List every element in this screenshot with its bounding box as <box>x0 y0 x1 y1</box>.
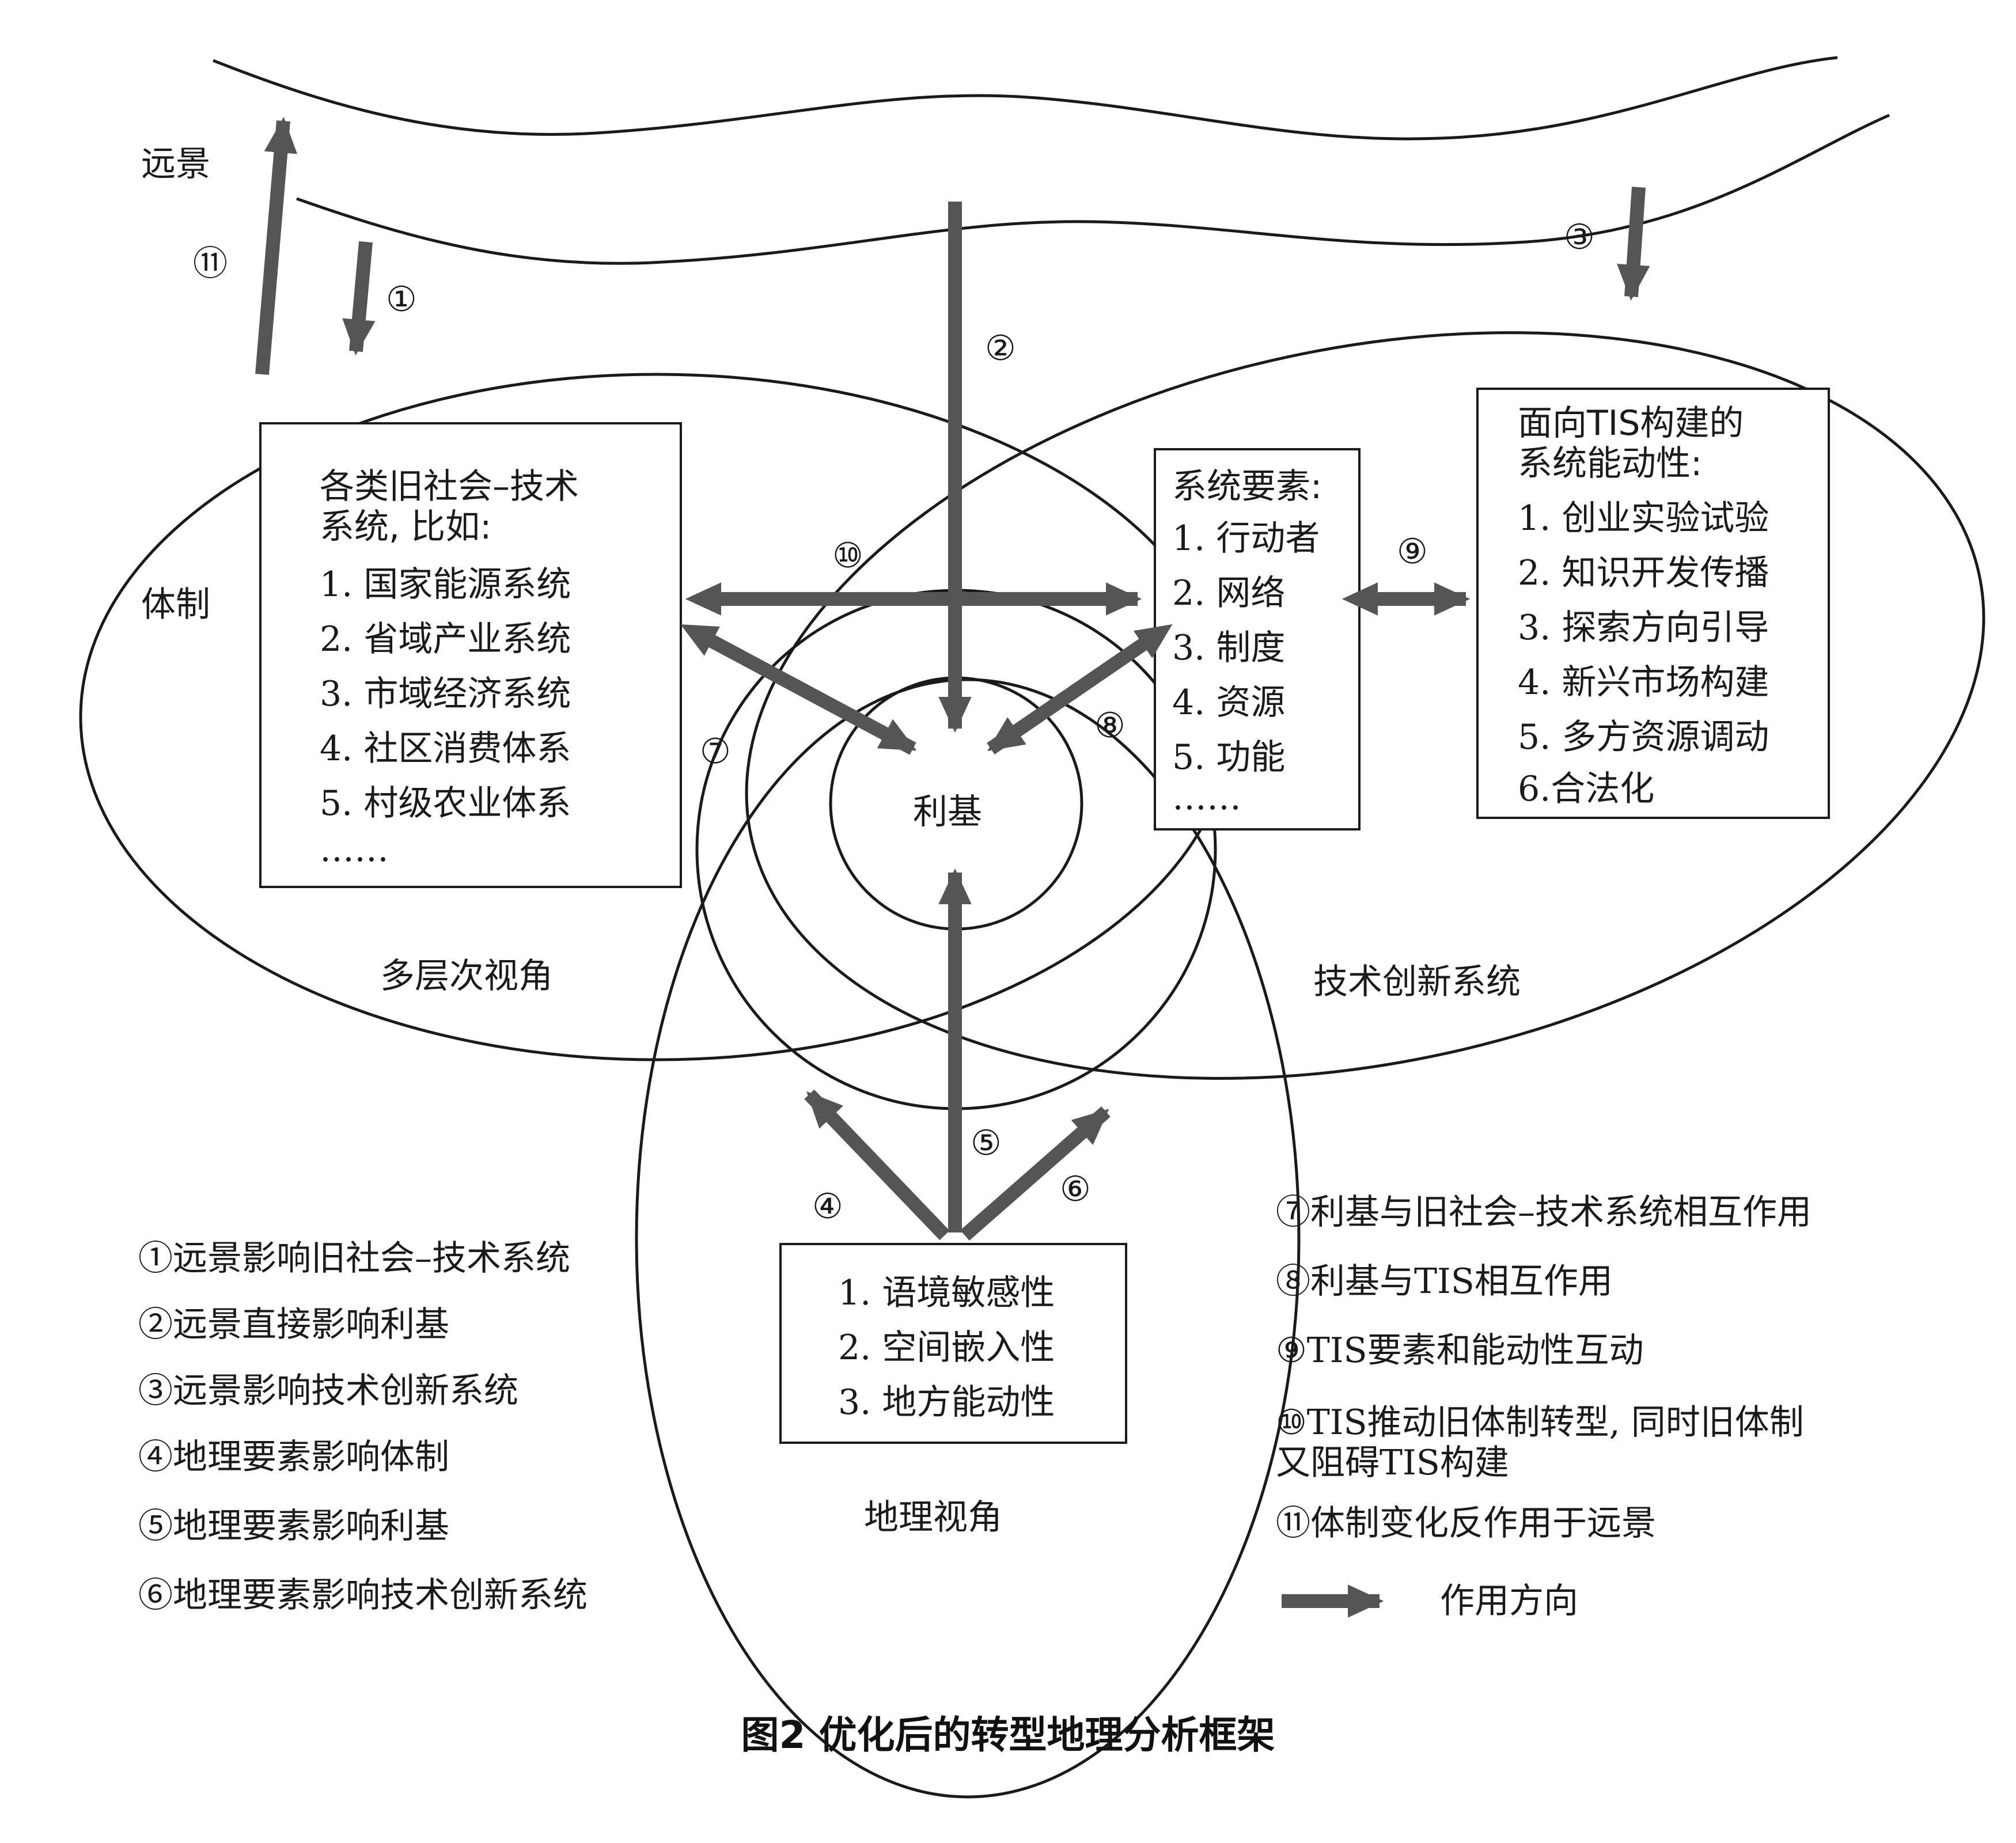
regime-item: 4. 社区消费体系 <box>320 729 571 769</box>
tis-agency-title-1: 面向TIS构建的 <box>1518 403 1744 443</box>
regime-label: 体制 <box>141 585 210 625</box>
legend-right: ⑦利基与旧社会–技术系统相互作用 ⑧利基与TIS相互作用 ⑨TIS要素和能动性互… <box>1276 1192 1812 1621</box>
tis-elements-box-content: 系统要素: 1. 行动者 2. 网络 3. 制度 4. 资源 5. 功能 …… <box>1172 467 1322 818</box>
niche-label: 利基 <box>913 792 982 832</box>
landscape-label: 远景 <box>141 144 210 184</box>
number-9: ⑨ <box>1397 532 1428 572</box>
geo-item: 1. 语境敏感性 <box>838 1273 1055 1313</box>
regime-box-title-1: 各类旧社会–技术 <box>320 467 579 507</box>
legend-item: ④地理要素影响体制 <box>138 1437 449 1477</box>
tis-elements-title: 系统要素: <box>1172 467 1322 507</box>
tis-agency-item: 3. 探索方向引导 <box>1518 608 1769 648</box>
geo-item: 2. 空间嵌入性 <box>838 1328 1055 1368</box>
arrow-8 <box>987 624 1173 754</box>
legend-item: ⑥地理要素影响技术创新系统 <box>138 1575 588 1616</box>
regime-box-content: 各类旧社会–技术 系统, 比如: 1. 国家能源系统 2. 省域产业系统 3. … <box>320 467 579 870</box>
arrow-4 <box>804 1089 950 1241</box>
tis-agency-item: 6.合法化 <box>1518 769 1654 809</box>
legend-left: ①远景影响旧社会–技术系统 ②远景直接影响利基 ③远景影响技术创新系统 ④地理要… <box>138 1238 588 1616</box>
arrow-3 <box>1617 187 1650 301</box>
number-10: ⑩ <box>832 536 863 576</box>
mlp-label: 多层次视角 <box>380 956 553 996</box>
geo-item: 3. 地方能动性 <box>838 1382 1055 1423</box>
legend-item: ⑧利基与TIS相互作用 <box>1276 1261 1613 1302</box>
legend-item: 又阻碍TIS构建 <box>1276 1443 1509 1483</box>
regime-item: 2. 省域产业系统 <box>320 619 571 659</box>
geo-box-content: 1. 语境敏感性 2. 空间嵌入性 3. 地方能动性 <box>838 1273 1055 1423</box>
tis-ellipse <box>745 331 1985 1080</box>
number-11: ⑪ <box>193 244 228 284</box>
landscape-top-line <box>213 56 1838 141</box>
legend-direction-label: 作用方向 <box>1440 1581 1578 1621</box>
tis-agency-item: 5. 多方资源调动 <box>1518 717 1769 757</box>
number-5: ⑤ <box>971 1123 1002 1163</box>
number-3: ③ <box>1564 217 1595 257</box>
tis-agency-item: 2. 知识开发传播 <box>1518 553 1769 593</box>
geo-box <box>779 1243 1127 1444</box>
legend-item: ⑩TIS推动旧体制转型, 同时旧体制 <box>1276 1402 1804 1443</box>
number-8: ⑧ <box>1094 706 1126 746</box>
arrow-11 <box>255 116 298 376</box>
figure-caption: 图2 优化后的转型地理分析框架 <box>741 1713 1275 1757</box>
number-1: ① <box>386 279 417 320</box>
tis-label: 技术创新系统 <box>1313 962 1521 1002</box>
arrows <box>255 116 1650 1618</box>
legend-item: ⑨TIS要素和能动性互动 <box>1276 1330 1644 1371</box>
legend-item: ⑦利基与旧社会–技术系统相互作用 <box>1276 1192 1812 1233</box>
arrow-1 <box>342 241 376 356</box>
legend-item: ⑪体制变化反作用于远景 <box>1276 1503 1656 1544</box>
arrow-6 <box>960 1106 1111 1241</box>
tis-agency-item: 4. 新兴市场构建 <box>1518 662 1769 703</box>
tis-agency-title-2: 系统能动性: <box>1518 443 1702 484</box>
tis-element-item: 3. 制度 <box>1172 628 1285 668</box>
number-6: ⑥ <box>1060 1169 1091 1209</box>
tis-agency-box <box>1476 388 1830 819</box>
regime-box <box>259 422 682 888</box>
tis-element-item: …… <box>1172 778 1241 818</box>
tis-elements-box <box>1154 448 1361 831</box>
regime-item: 3. 市域经济系统 <box>320 674 571 714</box>
legend-item: ③远景影响技术创新系统 <box>138 1371 518 1411</box>
tis-element-item: 5. 功能 <box>1172 737 1285 778</box>
tis-element-item: 2. 网络 <box>1172 573 1285 613</box>
legend-item: ②远景直接影响利基 <box>138 1304 449 1345</box>
legend-item: ①远景影响旧社会–技术系统 <box>138 1238 570 1279</box>
regime-item: …… <box>320 829 389 870</box>
regime-item: 5. 村级农业体系 <box>320 783 571 824</box>
landscape-bottom-line <box>296 113 1890 265</box>
regime-item: 1. 国家能源系统 <box>320 564 571 605</box>
legend-item: ⑤地理要素影响利基 <box>138 1506 449 1546</box>
regime-box-title-2: 系统, 比如: <box>320 507 491 547</box>
arrow-7 <box>680 624 917 755</box>
number-7: ⑦ <box>700 731 731 772</box>
tis-agency-item: 1. 创业实验试验 <box>1518 498 1769 539</box>
tis-element-item: 4. 资源 <box>1172 682 1285 723</box>
tis-element-item: 1. 行动者 <box>1172 518 1320 559</box>
geo-label: 地理视角 <box>864 1497 1002 1538</box>
number-4: ④ <box>812 1186 843 1227</box>
number-2: ② <box>985 328 1016 369</box>
tis-agency-box-content: 面向TIS构建的 系统能动性: 1. 创业实验试验 2. 知识开发传播 3. 探… <box>1518 403 1769 809</box>
